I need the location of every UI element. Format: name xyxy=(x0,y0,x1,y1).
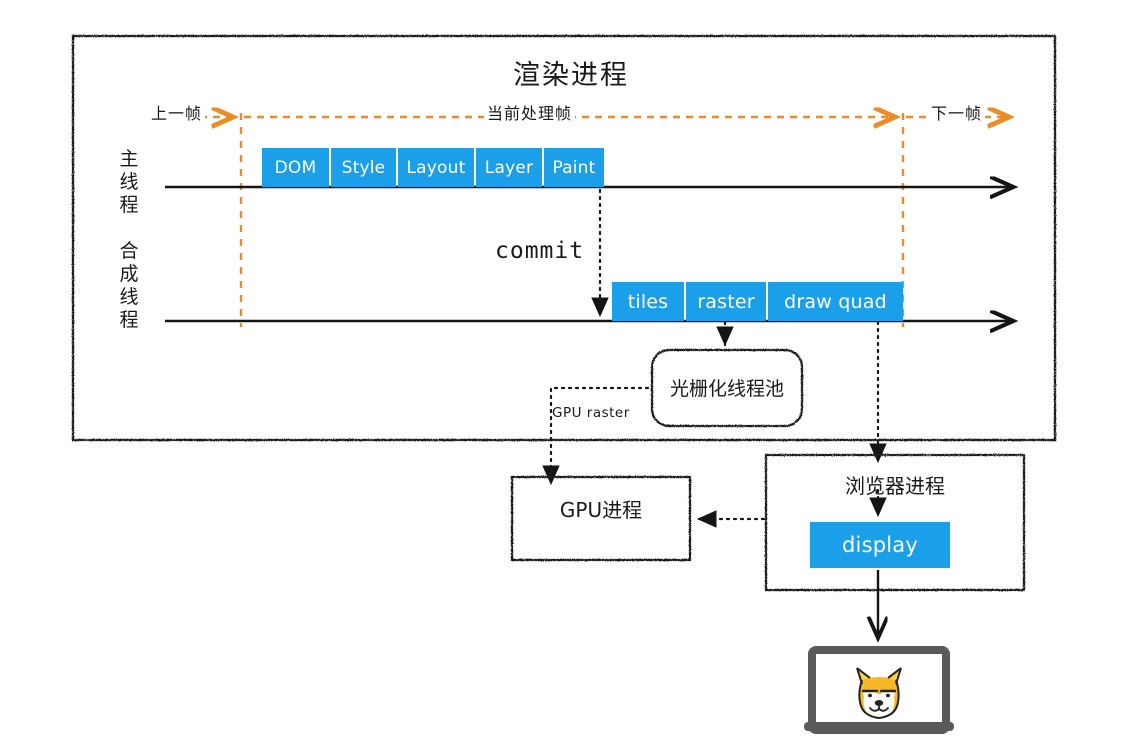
lane-char: 成 xyxy=(119,263,139,285)
laptop-device xyxy=(804,646,954,734)
lane-char: 合 xyxy=(119,240,139,262)
laptop-screen xyxy=(812,650,946,730)
gpu-process-box xyxy=(510,475,692,562)
lane-label-compositor-thread: 合 成 线 程 xyxy=(116,240,142,332)
lane-char: 线 xyxy=(119,171,139,193)
commit-label: commit xyxy=(495,238,585,264)
label-current-frame: 当前处理帧 xyxy=(484,100,576,124)
browser-process-box xyxy=(764,453,1026,592)
display-box[interactable]: display xyxy=(810,522,950,568)
lane-char: 程 xyxy=(119,309,139,331)
stage-box-style[interactable]: Style xyxy=(331,148,396,187)
doge-icon xyxy=(856,667,902,720)
rasterization-thread-pool-box xyxy=(650,348,804,428)
stage-box-layer[interactable]: Layer xyxy=(476,148,542,187)
lane-char: 程 xyxy=(119,194,139,216)
gpu-raster-label: GPU raster xyxy=(552,405,630,421)
browser-process-label: 浏览器进程 xyxy=(845,474,945,498)
renderer-process-container xyxy=(71,34,1057,442)
gpu-raster-path xyxy=(542,386,650,486)
gpu-process-label: GPU进程 xyxy=(559,498,643,522)
stage-box-raster[interactable]: raster xyxy=(686,282,766,321)
stage-box-tiles[interactable]: tiles xyxy=(612,282,684,321)
stage-box-layout[interactable]: Layout xyxy=(398,148,474,187)
label-previous-frame: 上一帧 xyxy=(148,100,206,124)
stage-box-paint[interactable]: Paint xyxy=(544,148,604,187)
lane-char: 线 xyxy=(119,286,139,308)
rasterization-thread-pool-label: 光栅化线程池 xyxy=(669,378,784,400)
label-next-frame: 下一帧 xyxy=(928,100,986,124)
stage-box-dom[interactable]: DOM xyxy=(262,148,329,187)
lane-char: 主 xyxy=(119,148,139,170)
lane-label-main-thread: 主 线 程 xyxy=(116,148,142,217)
stage-box-draw-quad[interactable]: draw quad xyxy=(768,282,903,321)
page-title: 渲染进程 xyxy=(513,60,629,91)
